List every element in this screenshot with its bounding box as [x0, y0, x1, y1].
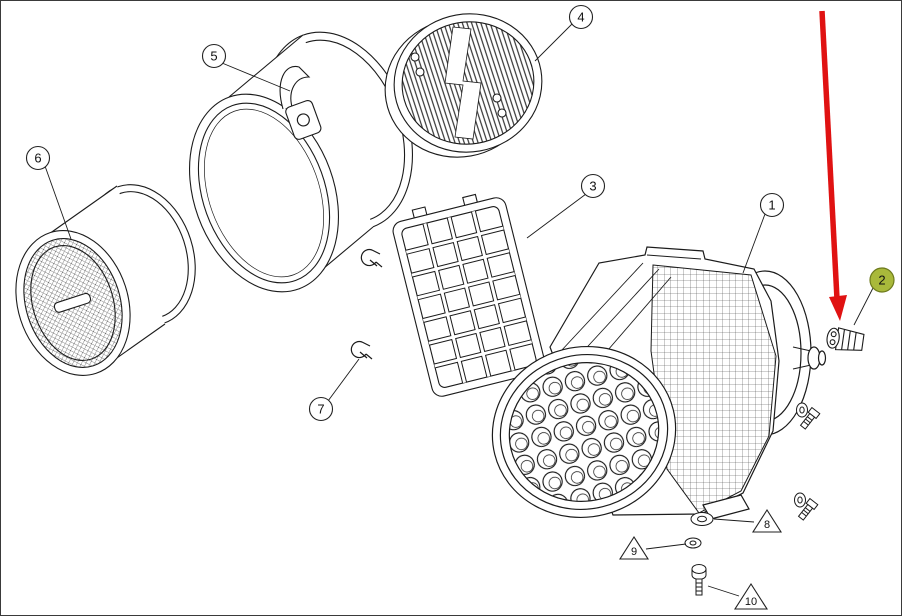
washer-large [690, 512, 714, 526]
callout-2-highlighted[interactable]: 2 [869, 267, 895, 293]
callout-4[interactable]: 4 [568, 4, 594, 30]
callout-7-label: 7 [317, 402, 324, 417]
leader-3 [526, 193, 587, 239]
part-7-clip-lower [350, 340, 373, 360]
bolt-small-lower [797, 497, 819, 521]
leader-1 [742, 213, 766, 274]
part-7-clip-upper [360, 248, 383, 268]
red-arrow-head [829, 295, 847, 321]
red-arrow [819, 10, 847, 321]
callout-7[interactable]: 7 [308, 396, 334, 422]
callout-6[interactable]: 6 [25, 145, 51, 171]
callout-1[interactable]: 1 [759, 192, 785, 218]
callout-9[interactable]: 9 [618, 535, 650, 560]
leader-9 [645, 543, 687, 550]
callout-10[interactable]: 10 [733, 582, 769, 610]
callout-1-label: 1 [768, 198, 775, 213]
washer-medium [684, 537, 702, 549]
callout-4-label: 4 [577, 10, 584, 25]
callout-2-label: 2 [878, 273, 885, 288]
leader-2 [853, 287, 874, 326]
leader-7 [327, 358, 360, 402]
callout-5[interactable]: 5 [201, 43, 227, 69]
leader-6 [44, 165, 72, 240]
bolt-vertical [691, 564, 707, 596]
callout-6-label: 6 [34, 151, 41, 166]
leader-10 [707, 585, 740, 597]
leader-4 [534, 23, 573, 62]
part-3-filter-frame [392, 193, 546, 397]
red-arrow-shaft [819, 10, 840, 300]
leader-lines [44, 23, 874, 597]
callout-5-label: 5 [210, 49, 217, 64]
part-6-filter-element-inner [15, 184, 196, 376]
part-2-dust-valve [826, 327, 865, 351]
bolt-small-upper [799, 406, 821, 430]
callout-3[interactable]: 3 [580, 173, 606, 199]
part-1-housing [491, 246, 827, 520]
callout-9-label: 9 [631, 546, 637, 558]
leader-5 [221, 62, 291, 92]
leader-8 [713, 518, 755, 523]
callout-8[interactable]: 8 [751, 508, 783, 533]
callout-8-label: 8 [764, 519, 770, 531]
part-5-filter-element-outer [188, 31, 414, 293]
washer-small-upper [796, 402, 808, 418]
callout-10-label: 10 [745, 596, 757, 608]
washer-small-lower [794, 492, 806, 508]
callout-3-label: 3 [589, 179, 596, 194]
part-4-cover-plate [384, 13, 543, 158]
